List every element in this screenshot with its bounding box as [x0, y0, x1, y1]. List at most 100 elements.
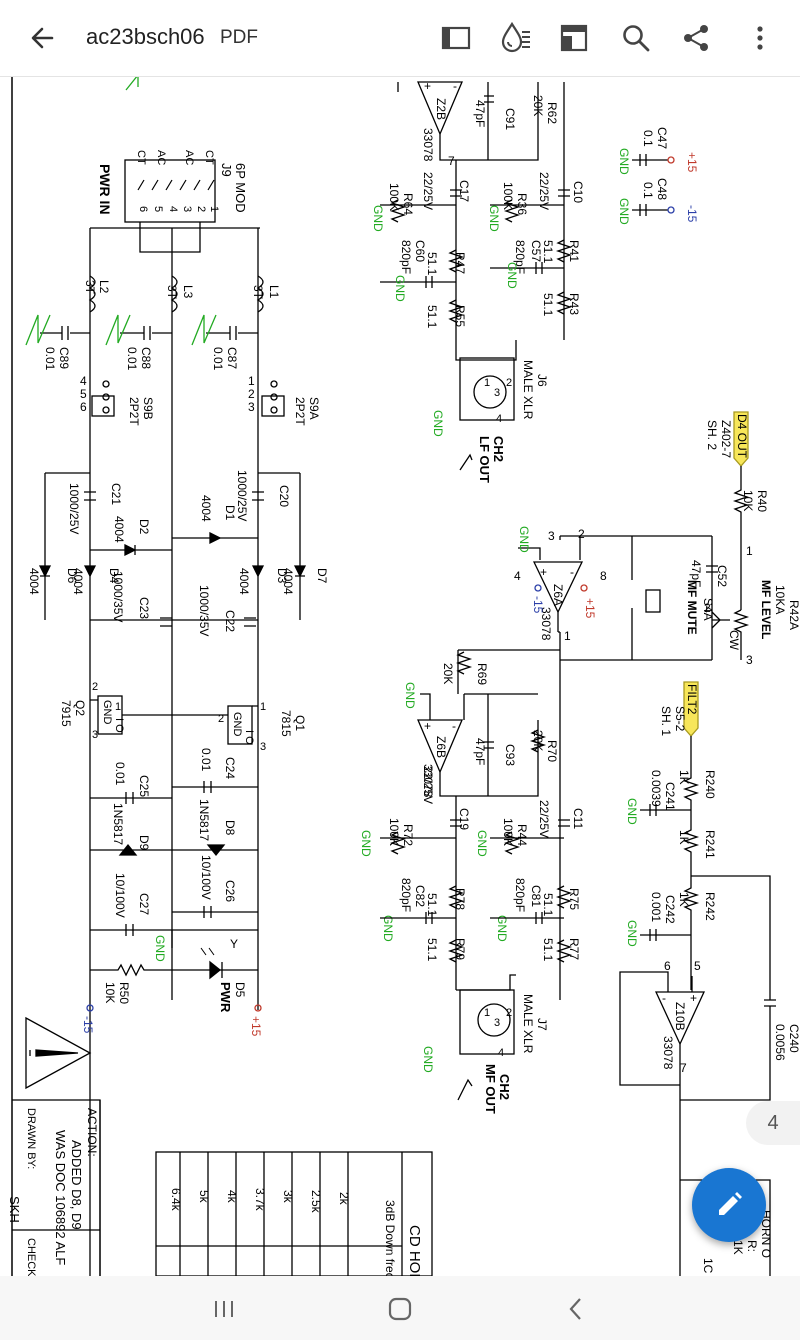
z6b-ref: Z6B [434, 736, 448, 758]
recents-button[interactable] [194, 1288, 254, 1328]
c27-val: 10/100V [113, 873, 127, 918]
svg-text:+: + [424, 719, 431, 733]
pin-num: 6 [664, 959, 671, 973]
r40-val: 10K [741, 490, 755, 511]
view-mode-icon [441, 26, 471, 50]
j6-type: MALE XLR [521, 360, 535, 420]
z6a-ref: Z6A [551, 584, 565, 606]
gnd-label: GND [617, 148, 631, 175]
file-name: ac23bsch06 [86, 24, 205, 49]
d4-tag-ref: Z402-7 [719, 420, 733, 458]
pin-num: 2 [578, 527, 585, 541]
d3-ref: D3 [275, 568, 289, 584]
view-mode-button[interactable] [436, 18, 476, 58]
pdf-page[interactable]: CT AC AC CT 6 5 4 3 2 1 J9 6P MOD PWR IN… [0, 76, 800, 1276]
edit-fab-button[interactable] [692, 1168, 766, 1242]
svg-text:4: 4 [496, 413, 502, 425]
j9-connector [124, 159, 216, 223]
d2-ref: D2 [137, 519, 151, 535]
gnd-label: GND [381, 915, 395, 942]
home-button[interactable] [370, 1288, 430, 1328]
action-line1: ADDED D8, D9 [69, 1140, 84, 1230]
freq-row: 2k [337, 1192, 351, 1206]
d4-val: 4004 [71, 568, 85, 595]
r47-val: 51.1 [425, 252, 439, 276]
c27-ref: C27 [137, 893, 151, 915]
c87-ref: C87 [225, 347, 239, 369]
l2-ref: L2 [97, 280, 111, 294]
pot-cw-label: CW [727, 630, 741, 651]
r36-ref: R36 [515, 193, 529, 215]
r72-val: 100K [387, 818, 401, 846]
layout-button[interactable] [554, 18, 594, 58]
pin-num: 8 [600, 569, 607, 583]
c93-ref: C93 [503, 744, 517, 766]
j9-pin: 4 [167, 206, 179, 212]
gnd-label: GND [421, 1046, 435, 1073]
z2b-val: 33078 [421, 128, 435, 162]
search-button[interactable] [616, 18, 656, 58]
r79-ref: R79 [453, 938, 467, 960]
page-number-indicator: 4 [746, 1101, 800, 1145]
r78-ref: R78 [453, 888, 467, 910]
r64-ref: R64 [401, 193, 415, 215]
svg-text:4: 4 [498, 1047, 504, 1059]
c82-ref: C82 [413, 885, 427, 907]
j9-pin-name: CT [135, 150, 147, 165]
l3-ref: L3 [181, 285, 195, 299]
more-options-button[interactable] [740, 18, 780, 58]
c82-val: 820pF [399, 878, 413, 912]
pin-num: 4 [514, 569, 521, 583]
d7-ref: D7 [315, 568, 329, 584]
pin-num: 2 [218, 713, 224, 725]
r78-val: 51.1 [425, 893, 439, 917]
c57-val: 820pF [513, 240, 527, 274]
j6-label-ch: CH2 [491, 436, 506, 462]
l2-val: 3T [83, 280, 97, 295]
schematic-drawing: CT AC AC CT 6 5 4 3 2 1 J9 6P MOD PWR IN… [7, 76, 800, 1276]
freq-row: 4k [225, 1190, 239, 1204]
r41-val: 51.1 [541, 240, 555, 264]
q2-pins: I O [113, 718, 125, 733]
c88-ref: C88 [139, 347, 153, 369]
pin-num: 3 [92, 729, 98, 741]
r41-ref: R41 [567, 240, 581, 262]
c10-val: 22/25V [537, 172, 551, 210]
c52-ref: C52 [715, 565, 729, 587]
l1-val: 3T [251, 285, 265, 300]
drawn-by-label: DRAWN BY: [25, 1108, 37, 1169]
s4a-ref: S4A [701, 598, 715, 621]
svg-text:2: 2 [506, 377, 512, 389]
c11-val: 22/25V [537, 800, 551, 838]
d3-val: 4004 [237, 568, 251, 595]
r44-ref: R44 [515, 824, 529, 846]
back-button[interactable] [22, 18, 62, 58]
pin-num: 1 [564, 629, 571, 643]
gnd-label: GND [625, 920, 639, 947]
q1-val: 7815 [279, 710, 293, 737]
file-type: PDF [220, 27, 258, 48]
dark-mode-button[interactable] [496, 18, 536, 58]
j9-type: 6P MOD [233, 163, 248, 213]
j6-label: LF OUT [477, 436, 492, 483]
j9-pin: 3 [181, 206, 193, 212]
action-line2: WAS DOC 106892 ALF [53, 1130, 68, 1265]
gnd-label: GND [625, 798, 639, 825]
svg-text:5: 5 [80, 387, 87, 401]
pwr-in-label: PWR IN [97, 164, 113, 215]
svg-text:+: + [424, 79, 431, 93]
c52-val: 47pF [689, 560, 703, 587]
d4-ref: D4 [107, 568, 121, 584]
gnd-label: GND [495, 915, 509, 942]
r55-val: 51.1 [425, 305, 439, 329]
c20-val: 1000/25V [235, 470, 249, 521]
c241-ref: C241 [663, 782, 677, 811]
share-button[interactable] [676, 18, 716, 58]
s9b-ref: S9B [141, 397, 155, 420]
more-vert-icon [757, 26, 763, 50]
nav-back-button[interactable] [546, 1288, 606, 1328]
c21-val: 1000/25V [67, 483, 81, 534]
pin-num: 1 [260, 701, 266, 713]
q2-ref: Q2 [73, 700, 87, 716]
r240-ref: R240 [703, 770, 717, 799]
